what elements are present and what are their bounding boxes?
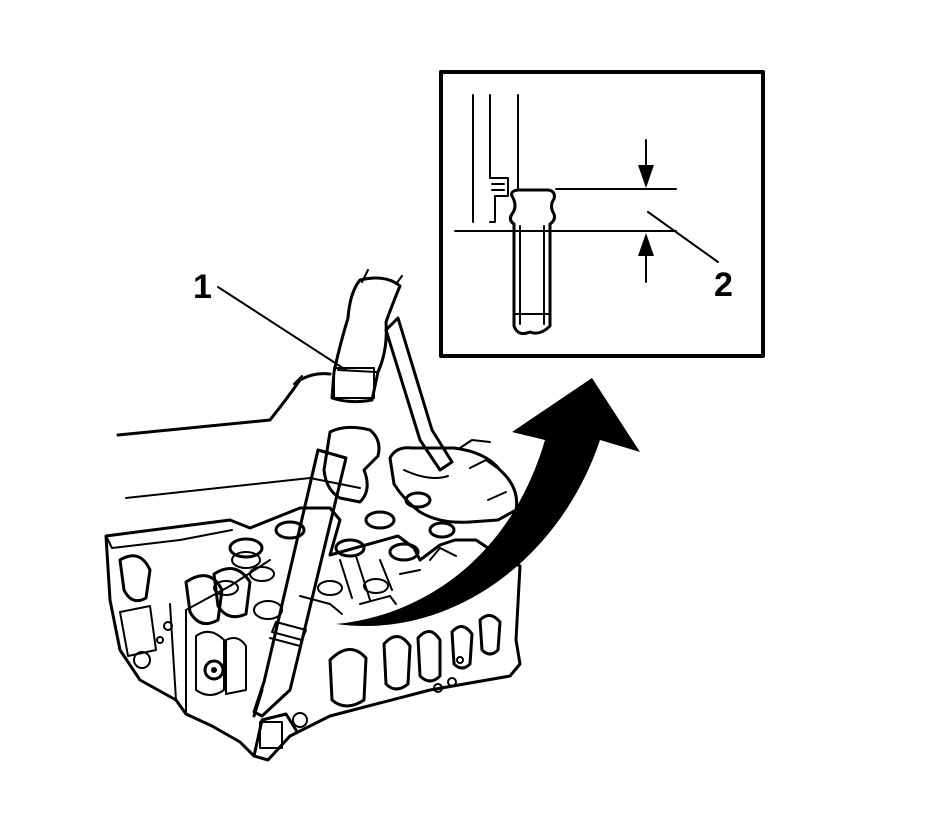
inset-valve-stem [508, 188, 556, 335]
detail-inset: 2 [439, 70, 765, 358]
handle-grip [333, 367, 375, 399]
callout-2-label: 2 [714, 266, 733, 304]
inset-dimension-arrows [638, 139, 654, 283]
curved-transfer-arrow [336, 378, 640, 627]
callout-2-leader [647, 211, 719, 263]
valve-springs [213, 491, 457, 620]
detail-inset-frame [439, 70, 765, 358]
port-openings [328, 614, 502, 708]
cylinder-head [104, 477, 522, 762]
inset-tool-shaft [472, 94, 519, 223]
callout-1-leader [217, 286, 347, 371]
left-arm [116, 372, 332, 437]
camshaft-bores [118, 554, 252, 696]
tool-strut [384, 316, 454, 472]
hands-and-tool: 1 [116, 268, 519, 718]
lower-hand [322, 425, 381, 504]
cylinder-head-outline [104, 506, 522, 762]
upper-hand [330, 276, 402, 404]
callout-1-label: 1 [193, 268, 212, 306]
right-hand [388, 446, 519, 524]
